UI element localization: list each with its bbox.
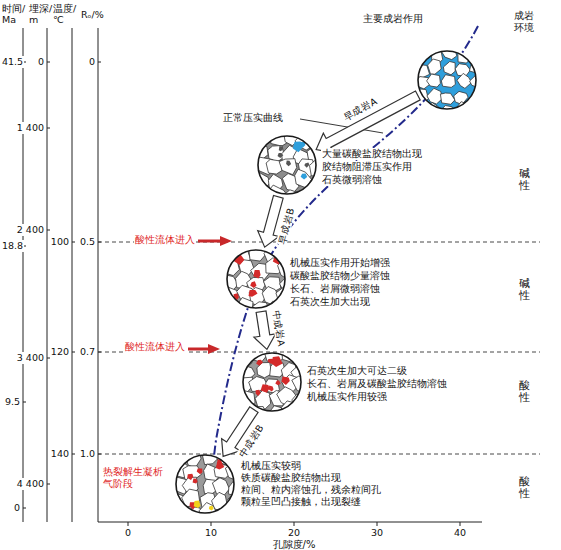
tick-label: 9.5 [4, 396, 21, 408]
environment-label: 酸性 [518, 380, 531, 404]
thin-section-node: 石英次生加大可达二级长石、岩屑及碳酸盐胶结物溶蚀机械压实作用较强 [242, 352, 302, 412]
axis-title: 孔隙度/% [272, 539, 317, 550]
fluid-label: 酸性流体进入 [124, 341, 186, 353]
stage-arrow [311, 86, 423, 159]
process-note: 机械压实较弱 [240, 460, 302, 472]
process-note: 碳酸盐胶结物少量溶蚀 [289, 270, 391, 282]
thin-section-node: 机械压实较弱铁质碳酸盐胶结物出现粒间、粒内溶蚀孔，残余粒间孔颗粒呈凹凸接触，出现… [175, 454, 235, 514]
process-note: 胶结物阻滞压实作用 [321, 161, 413, 173]
stage-label: 中成岩B [236, 422, 266, 460]
porosity-axis [98, 522, 482, 523]
environment-label: 酸性 [518, 476, 531, 500]
process-note: 粒间、粒内溶蚀孔，残余粒间孔 [240, 484, 382, 496]
temperature-axis [72, 28, 73, 522]
fluid-arrowhead [220, 236, 232, 246]
tick-label: 0 [88, 56, 96, 68]
compaction-curve [209, 26, 478, 512]
stage-label: 中成岩A [270, 308, 287, 348]
tick-label: 10 [204, 527, 218, 539]
process-note: 长石、岩屑微弱溶蚀 [289, 283, 381, 295]
tick-label: 2 400 [16, 224, 45, 236]
thin-section [175, 454, 235, 514]
process-note: 石英次生加大可达二级 [306, 365, 408, 377]
environment-label: 碱性 [518, 168, 531, 192]
thin-section [257, 135, 317, 195]
tick-label: 100 [50, 236, 70, 248]
axis-ticks [23, 62, 460, 526]
thin-section-node: 主要成岩作用 [417, 50, 477, 110]
stage-label: 热裂解生凝析气阶段 [102, 466, 166, 490]
axis-title: 时间/ Ma [1, 3, 30, 25]
ro-axis [98, 28, 99, 522]
thin-section [242, 352, 302, 412]
tick-label: 4 400 [16, 478, 45, 490]
process-note: 长石、岩屑及碳酸盐胶结物溶蚀 [306, 378, 448, 390]
curve-label: 正常压实曲线 [222, 112, 284, 124]
time-axis [23, 28, 24, 522]
column-title: 成岩环境 [513, 10, 535, 34]
thin-section-node: 机械压实作用开始增强碳酸盐胶结物少量溶蚀长石、岩屑微弱溶蚀石英次生加大出现 [226, 249, 286, 309]
fluid-arrow [188, 348, 210, 351]
axis-title: Rₒ/% [80, 9, 109, 20]
tick-label: 0 [37, 56, 45, 68]
axis-title: 温度/ ℃ [52, 3, 81, 25]
environment-label: 碱性 [518, 278, 531, 302]
process-note: 大量碳酸盐胶结物出现 [321, 148, 423, 160]
tick-label: 18.8 [1, 240, 24, 252]
tick-label: 3 400 [16, 352, 45, 364]
fluid-label: 酸性流体进入 [134, 234, 196, 246]
tick-label: 0.7 [79, 346, 96, 358]
thin-section [226, 249, 286, 309]
tick-label: 140 [50, 448, 70, 460]
column-title: 主要成岩作用 [362, 13, 424, 25]
tick-label: 1.0 [79, 448, 96, 460]
tick-label: 0.5 [79, 236, 96, 248]
tick-label: 0 [124, 527, 132, 539]
depth-axis [47, 28, 48, 522]
thin-section [417, 50, 477, 110]
tick-label: 120 [50, 346, 70, 358]
stage-label: 早成岩B [276, 206, 297, 246]
tick-label: 30 [370, 527, 384, 539]
tick-label: 20 [287, 527, 301, 539]
fluid-arrowhead [208, 344, 220, 354]
tick-label: 0 [13, 502, 21, 514]
process-note: 机械压实作用开始增强 [289, 257, 391, 269]
process-note: 石英次生加大出现 [289, 296, 371, 308]
process-note: 铁质碳酸盐胶结物出现 [240, 472, 342, 484]
tick-label: 40 [453, 527, 467, 539]
axis-title: 埋深/ m [28, 3, 57, 25]
process-note: 颗粒呈凹凸接触，出现裂缝 [240, 496, 362, 508]
fluid-arrow [198, 240, 222, 243]
process-note: 机械压实作用较强 [306, 391, 388, 403]
ro-boundary-line [98, 454, 540, 455]
tick-label: 1 400 [16, 122, 45, 134]
tick-label: 41.5 [1, 56, 24, 68]
stage-label: 早成岩A [340, 95, 379, 123]
thin-section-node: 大量碳酸盐胶结物出现胶结物阻滞压实作用石英微弱溶蚀 [257, 135, 317, 195]
process-note: 石英微弱溶蚀 [321, 174, 383, 186]
